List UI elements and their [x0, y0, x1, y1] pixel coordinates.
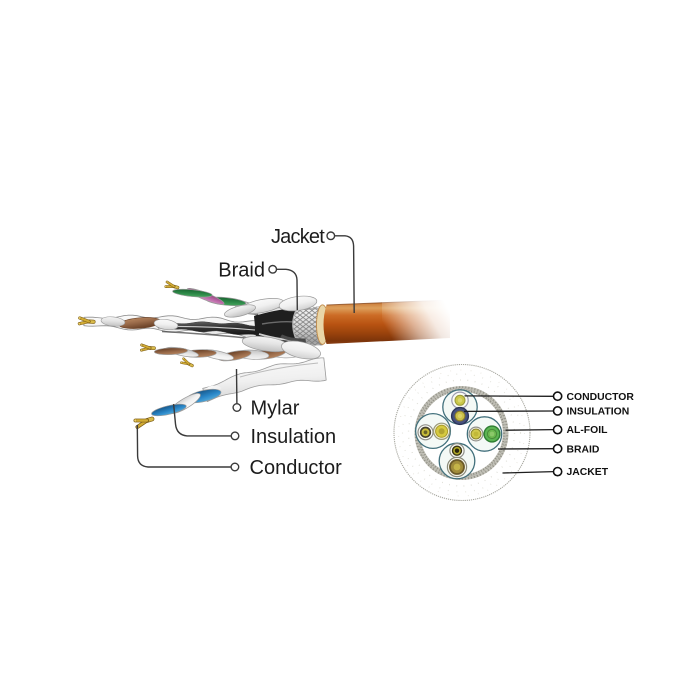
svg-text:BRAID: BRAID [567, 444, 600, 455]
svg-text:JACKET: JACKET [567, 467, 609, 478]
svg-text:Braid: Braid [218, 260, 265, 282]
svg-text:Mylar: Mylar [251, 398, 300, 420]
svg-text:Conductor: Conductor [250, 457, 343, 479]
svg-text:CONDUCTOR: CONDUCTOR [567, 392, 635, 403]
svg-text:Jacket: Jacket [271, 226, 325, 248]
svg-text:INSULATION: INSULATION [567, 407, 630, 418]
svg-text:Insulation: Insulation [251, 426, 337, 448]
svg-text:AL-FOIL: AL-FOIL [567, 425, 609, 436]
